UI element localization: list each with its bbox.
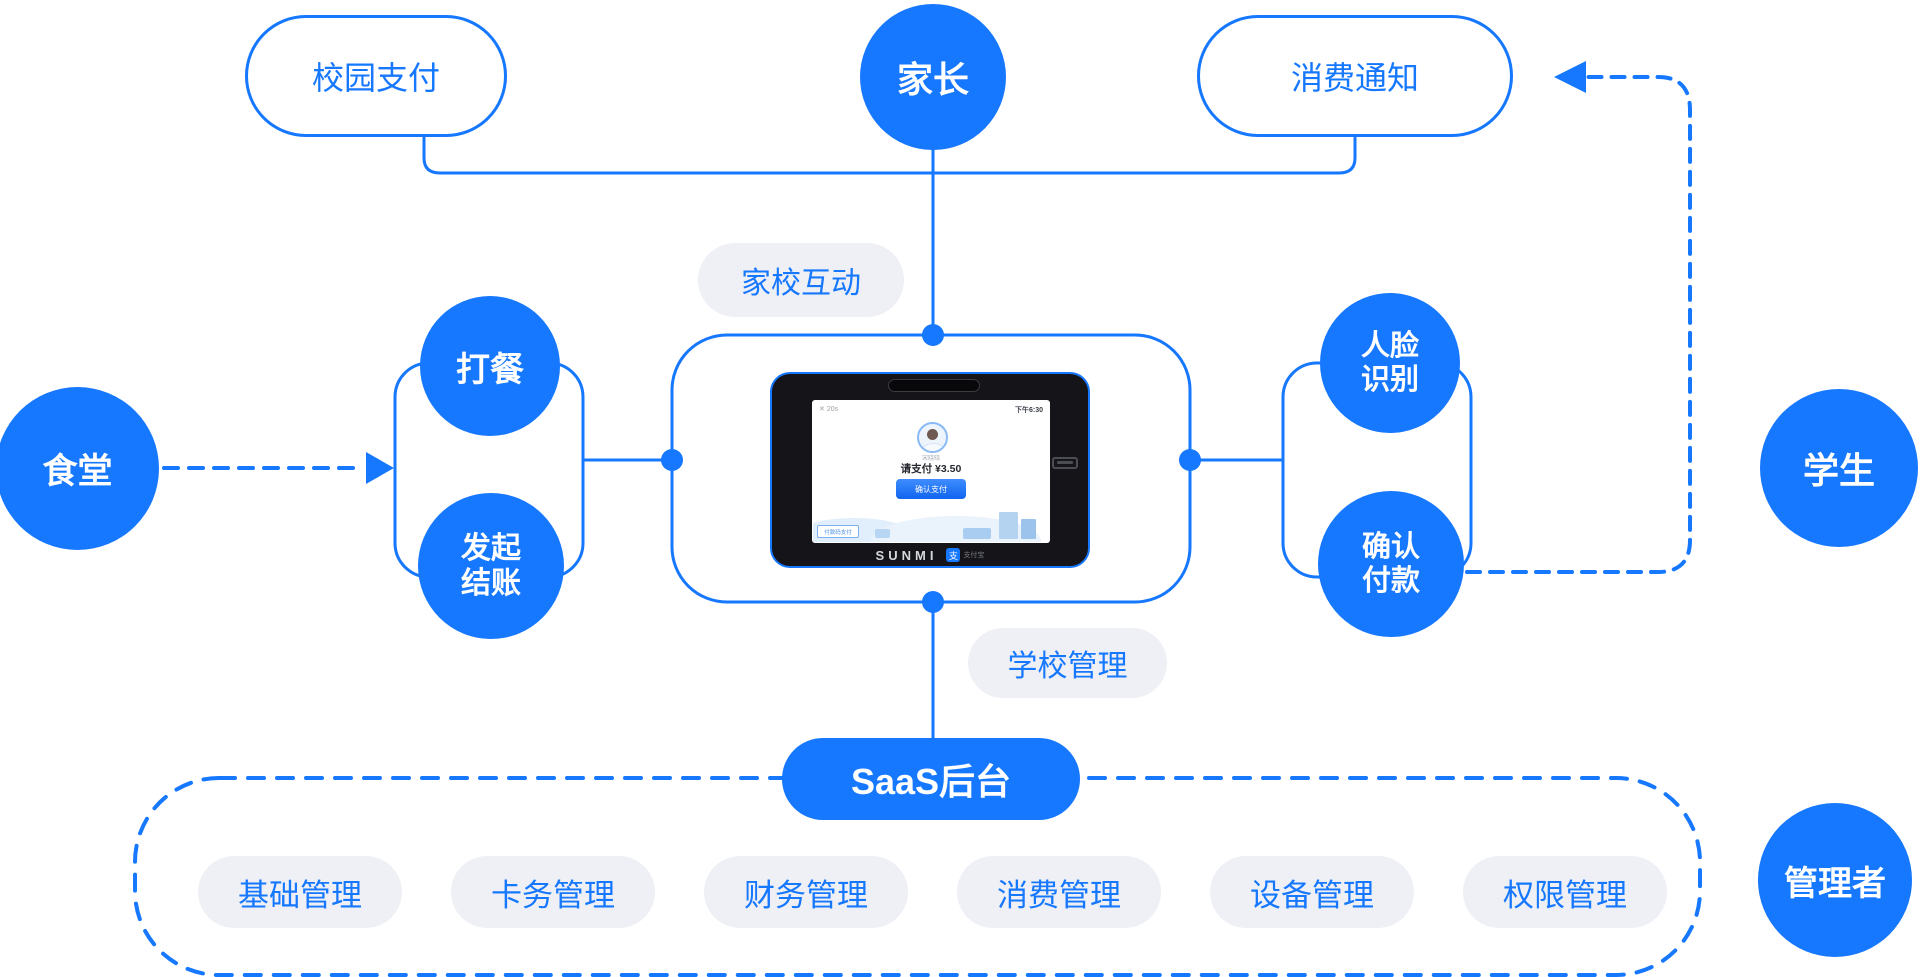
sunmi-logo: SUNMI <box>875 547 938 563</box>
terminal-screen: ✕ 20s 下午6:30 宋晓晓 请支付 ¥3.50 确认支付 付款码支付 <box>812 400 1050 543</box>
administrator-label: 管理者 <box>1784 864 1886 903</box>
student-avatar <box>917 422 948 453</box>
module-label: 设备管理 <box>1250 877 1374 913</box>
face-recognition-label: 人脸 识别 <box>1360 329 1419 396</box>
screen-close-countdown: ✕ 20s <box>819 405 838 415</box>
consumption-notice-pill: 消费通知 <box>1197 15 1513 137</box>
paycode-badge: 付款码支付 <box>817 525 859 538</box>
terminal-speaker-slot <box>888 379 980 392</box>
home-school-label: 家校互动 <box>741 267 861 300</box>
serve-meal-label: 打餐 <box>456 350 524 389</box>
junction-dot-right <box>1179 449 1201 471</box>
campus-payment-label: 校园支付 <box>311 60 440 96</box>
student-circle: 学生 <box>1760 389 1918 547</box>
junction-dot-left <box>661 449 683 471</box>
module-card-management: 卡务管理 <box>451 856 655 928</box>
junction-dot-bottom <box>922 591 944 613</box>
alipay-logo: 支 支付宝 <box>946 548 984 562</box>
serve-meal-circle: 打餐 <box>420 296 560 436</box>
alipay-icon: 支 <box>946 548 961 562</box>
module-label: 权限管理 <box>1503 877 1627 913</box>
start-checkout-circle: 发起 结账 <box>418 493 564 639</box>
parent-label: 家长 <box>896 59 969 100</box>
canteen-label: 食堂 <box>42 452 113 491</box>
screen-clock: 下午6:30 <box>1014 407 1043 414</box>
module-device-management: 设备管理 <box>1210 856 1414 928</box>
screen-student-name: 宋晓晓 <box>921 456 940 462</box>
face-recognition-circle: 人脸 识别 <box>1320 293 1460 433</box>
top-bus-connector <box>422 136 1357 175</box>
confirm-payment-circle: 确认 付款 <box>1318 491 1464 637</box>
student-label: 学生 <box>1802 450 1875 491</box>
notice-arrowhead-icon <box>1554 61 1586 93</box>
module-label: 基础管理 <box>238 877 362 913</box>
junction-dot-top <box>922 324 944 346</box>
school-management-label: 学校管理 <box>1007 650 1128 683</box>
terminal-card-slot-icon <box>1052 457 1078 469</box>
illustration-building <box>1021 519 1036 539</box>
module-label: 消费管理 <box>997 877 1121 913</box>
administrator-circle: 管理者 <box>1758 803 1912 957</box>
countdown-label: 20s <box>826 406 839 413</box>
saas-backend-label: SaaS后台 <box>850 761 1012 802</box>
campus-payment-pill: 校园支付 <box>245 15 507 137</box>
screen-illustration <box>813 504 1049 542</box>
avatar-head <box>927 429 938 440</box>
start-checkout-label: 发起 结账 <box>461 531 521 600</box>
module-label: 卡务管理 <box>491 877 615 913</box>
illustration-bicycle <box>875 529 890 538</box>
school-management-tag: 学校管理 <box>968 628 1167 698</box>
screen-status-bar: ✕ 20s 下午6:30 <box>812 400 1050 415</box>
module-consumption-management: 消费管理 <box>957 856 1161 928</box>
alipay-name: 支付宝 <box>963 552 985 559</box>
terminal-brand-row: SUNMI 支 支付宝 <box>770 546 1090 564</box>
canteen-circle: 食堂 <box>0 387 159 550</box>
close-icon: ✕ <box>819 406 825 413</box>
notice-arrow-dashed-line <box>1465 75 1692 574</box>
module-permission-management: 权限管理 <box>1463 856 1667 928</box>
screen-pay-prompt: 请支付 ¥3.50 <box>900 463 962 475</box>
confirm-payment-label: 确认 付款 <box>1361 530 1420 597</box>
avatar-shoulders <box>923 443 944 451</box>
module-basic-management: 基础管理 <box>198 856 402 928</box>
parent-circle: 家长 <box>860 4 1006 150</box>
illustration-building <box>999 512 1018 539</box>
confirm-pay-button: 确认支付 <box>896 479 966 499</box>
canteen-arrowhead-icon <box>366 452 394 484</box>
module-label: 财务管理 <box>744 877 868 913</box>
illustration-bus <box>963 528 991 539</box>
module-finance-management: 财务管理 <box>704 856 908 928</box>
consumption-notice-label: 消费通知 <box>1290 60 1419 96</box>
home-school-tag: 家校互动 <box>698 243 904 317</box>
saas-backend-pill: SaaS后台 <box>782 738 1080 820</box>
